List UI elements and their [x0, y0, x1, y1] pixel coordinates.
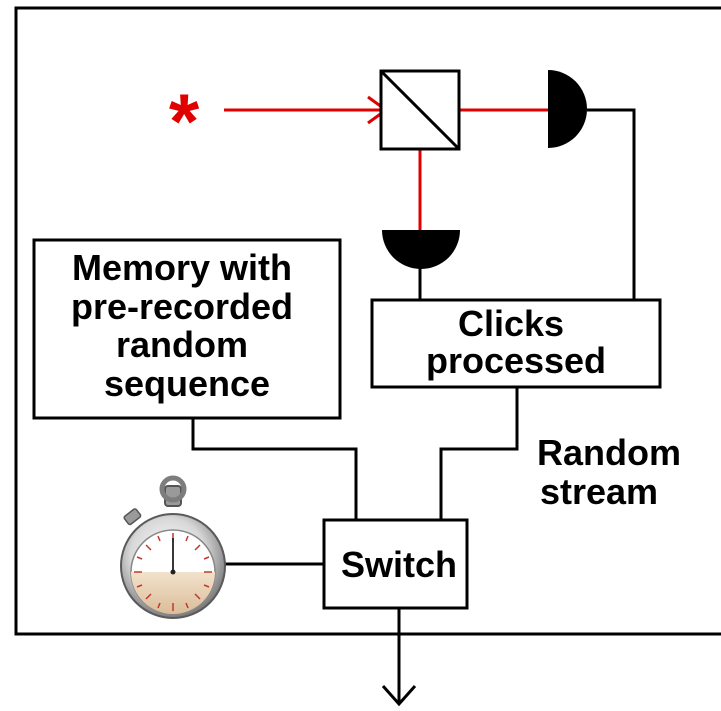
arrow-down-icon: [381, 608, 417, 707]
detector-icon: [382, 230, 460, 269]
stopwatch-icon: [120, 475, 226, 619]
detector-icon: [548, 70, 587, 148]
random-stream-label-line: stream: [540, 471, 658, 512]
photon-source-star: *: [169, 77, 200, 165]
random-stream-label-line: Random: [537, 432, 681, 473]
memory-label-line: Memory with: [72, 247, 292, 288]
memory-to-switch-wire: [191, 418, 358, 520]
beam-splitter-icon: [379, 69, 461, 151]
clicks-processed-box: Clicks processed: [370, 298, 662, 389]
memory-label-line: pre-recorded: [71, 286, 293, 327]
detector-wire-right: [587, 108, 636, 300]
svg-text:Random stream: Random stream: [537, 432, 691, 512]
memory-label-line: sequence: [104, 363, 270, 404]
clicks-label-line: processed: [426, 340, 606, 381]
switch-box: Switch: [322, 518, 469, 610]
clicks-to-switch-wire: [439, 387, 519, 520]
memory-label-line: random: [116, 324, 248, 365]
clicks-label-line: Clicks: [458, 303, 564, 344]
svg-text:Memory with pre-recorded: Memory with pre-recorded random sequence: [71, 247, 303, 404]
switch-label: Switch: [341, 544, 457, 585]
svg-text:Clicks processed: Clicks processed: [426, 303, 606, 381]
device-enclosure: [14, 6, 721, 636]
memory-box: Memory with pre-recorded random sequence: [32, 238, 342, 420]
